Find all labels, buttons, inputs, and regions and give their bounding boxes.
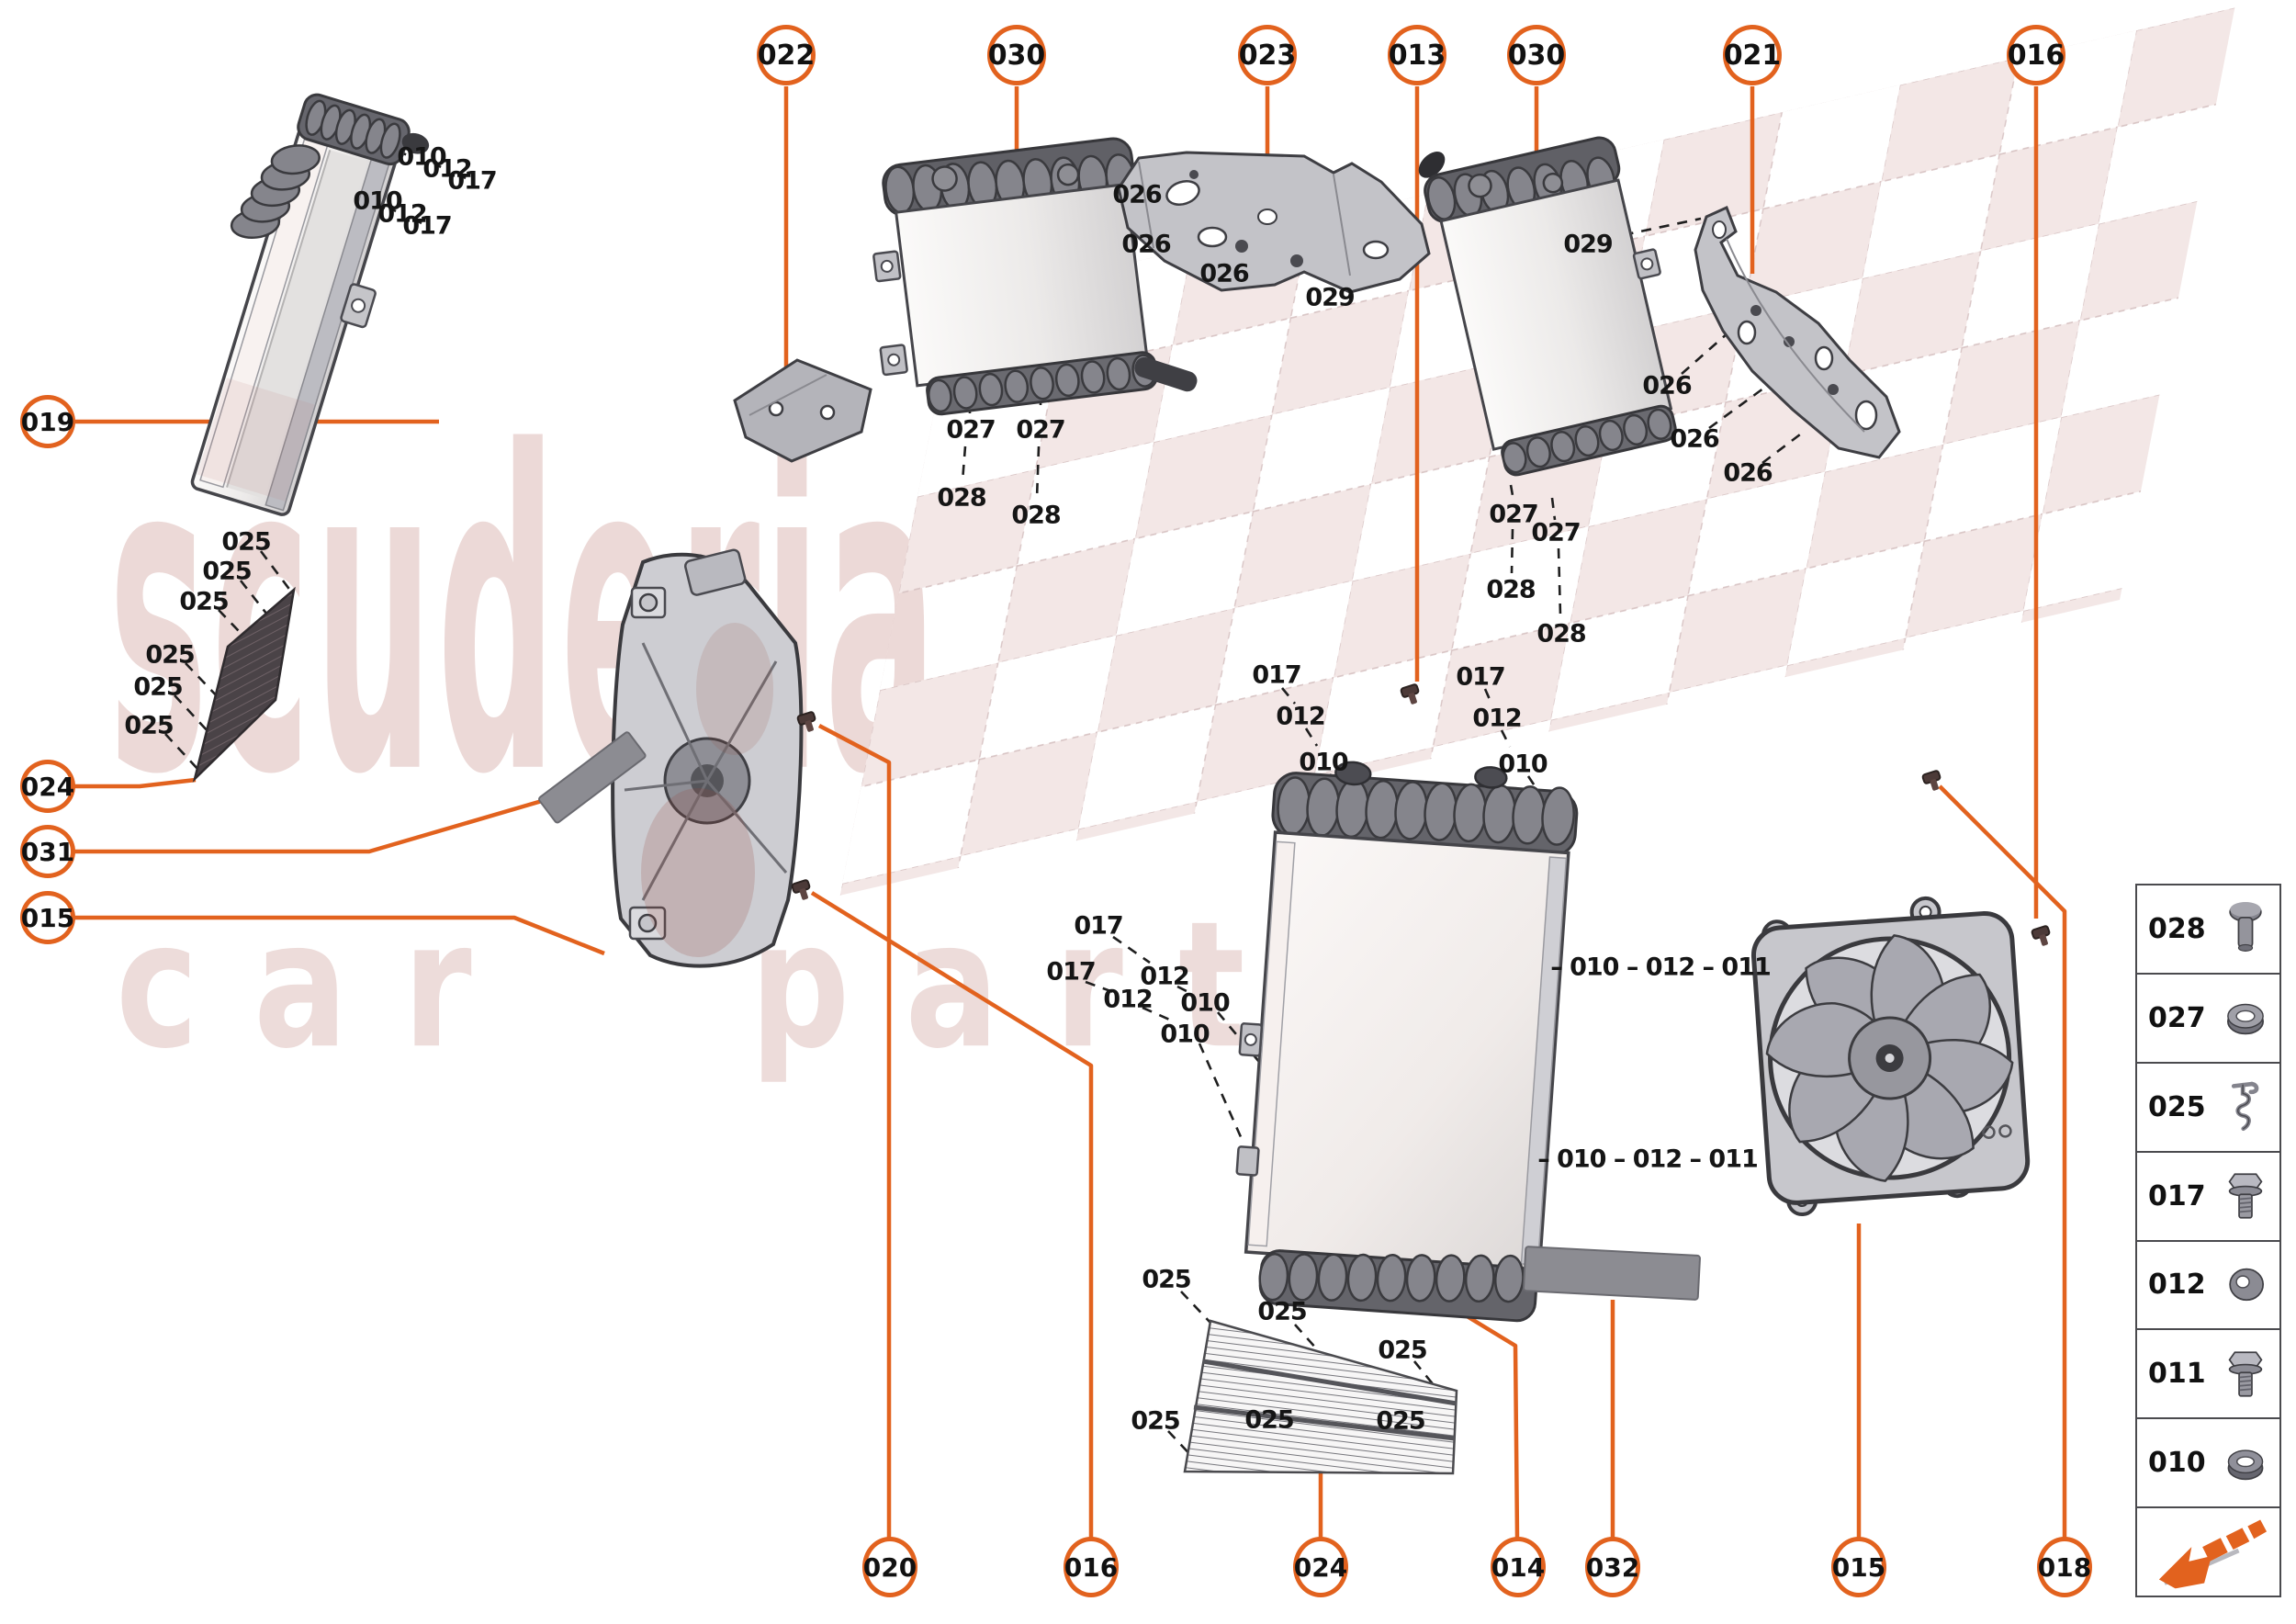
bracket-021: [1694, 205, 1901, 459]
callout-022[interactable]: 022: [757, 25, 816, 85]
bolt-icon: [2219, 1163, 2272, 1229]
callout-013[interactable]: 013: [1388, 25, 1446, 85]
legend-code: 011: [2148, 1358, 2206, 1391]
mesh-grille-024-left: [192, 586, 296, 783]
legend-row-011[interactable]: 011: [2137, 1330, 2279, 1420]
callout-015[interactable]: 015: [1831, 1537, 1886, 1597]
legend-row-012[interactable]: 012: [2137, 1241, 2279, 1331]
callout-015[interactable]: 015: [20, 891, 75, 944]
legend-code: 025: [2148, 1090, 2206, 1123]
mesh-grille-024-bottom: [1183, 1319, 1458, 1475]
legend-code: 027: [2148, 1001, 2206, 1034]
legend-row-025[interactable]: 025: [2137, 1063, 2279, 1153]
callout-024[interactable]: 024: [1293, 1537, 1348, 1597]
bracket-023: [1117, 151, 1431, 294]
callout-016[interactable]: 016: [1064, 1537, 1119, 1597]
seal-strip-032: [1523, 1246, 1701, 1301]
clip-icon: [2219, 1074, 2272, 1140]
legend-row-027[interactable]: 027: [2137, 974, 2279, 1064]
callout-014[interactable]: 014: [1491, 1537, 1546, 1597]
legend-logo-row: [2137, 1508, 2279, 1596]
fan-shroud-020: [611, 548, 804, 968]
grommet2-icon: [2219, 1430, 2272, 1496]
cooling-fan-015: [1750, 896, 2031, 1217]
callout-018[interactable]: 018: [2037, 1537, 2092, 1597]
callout-021[interactable]: 021: [1723, 25, 1782, 85]
leader-020: [817, 724, 892, 1538]
leader-016-bottom: [810, 891, 1094, 1538]
legend-row-028[interactable]: 028: [2137, 885, 2279, 975]
screw-icon: [2219, 896, 2272, 962]
leader-031: [73, 798, 543, 854]
legend-code: 017: [2148, 1179, 2206, 1212]
leader-015-left: [74, 915, 605, 956]
callout-030[interactable]: 030: [987, 25, 1046, 85]
legend-code: 012: [2148, 1269, 2206, 1302]
callout-031[interactable]: 031: [20, 825, 75, 878]
callout-032[interactable]: 032: [1585, 1537, 1640, 1597]
callout-019[interactable]: 019: [20, 395, 75, 448]
radiator-030-left: [872, 137, 1198, 416]
leader-018: [1938, 784, 2067, 1538]
radiator-014: [1235, 761, 1579, 1323]
mounting-plate-022: [733, 358, 872, 463]
legend-code: 028: [2148, 912, 2206, 945]
legend-row-010[interactable]: 010: [2137, 1419, 2279, 1509]
grommet-icon: [2219, 985, 2272, 1051]
legend-code: 010: [2148, 1447, 2206, 1480]
callout-020[interactable]: 020: [862, 1537, 917, 1597]
legend-row-017[interactable]: 017: [2137, 1152, 2279, 1242]
callout-030[interactable]: 030: [1507, 25, 1566, 85]
callout-023[interactable]: 023: [1238, 25, 1297, 85]
leader-024-left: [74, 777, 197, 789]
radiator-030-right: [1418, 136, 1677, 477]
washer-icon: [2219, 1252, 2272, 1318]
radiator-019: [190, 93, 430, 516]
callout-016[interactable]: 016: [2007, 25, 2065, 85]
bolt-icon: [2219, 1341, 2272, 1407]
seal-strip-031: [538, 731, 647, 824]
fastener-legend: 028 027 025 017 012 011 010: [2135, 884, 2281, 1597]
callout-024[interactable]: 024: [20, 760, 75, 813]
scuderia-arrow-logo-icon: [2152, 1516, 2269, 1589]
